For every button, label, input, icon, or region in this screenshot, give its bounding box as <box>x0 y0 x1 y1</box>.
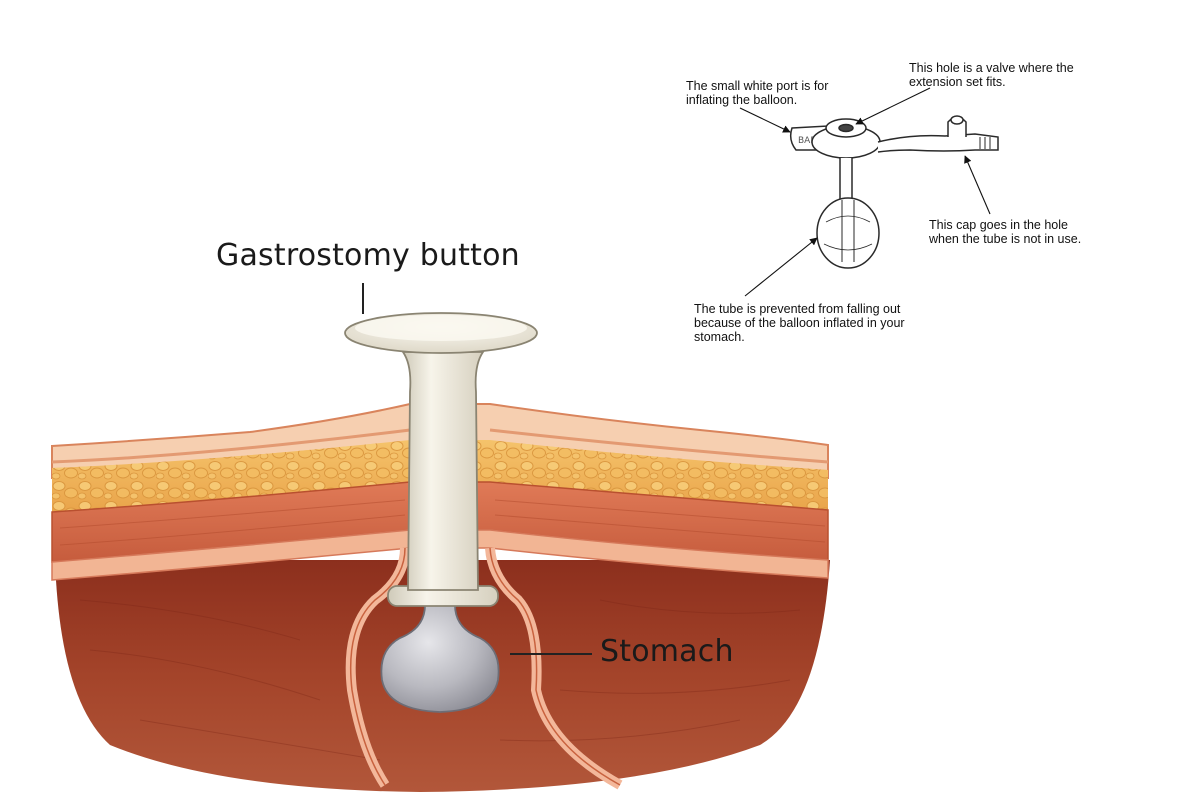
annotation-balloon: The tube is prevented from falling out b… <box>694 302 905 344</box>
arrow-cap <box>964 155 991 215</box>
port-print: BAR <box>798 136 817 146</box>
strap-ribs <box>979 137 991 149</box>
arrow-port <box>739 107 791 133</box>
annotation-arrows <box>739 87 991 297</box>
inset-balloon-contour <box>823 215 873 251</box>
cap-strap <box>877 133 999 153</box>
device-stem <box>401 351 485 591</box>
gastrostomy-button-device <box>344 283 538 713</box>
stomach-label: Stomach <box>600 634 734 669</box>
valve-hole-icon <box>838 123 854 133</box>
annotation-cap: This cap goes in the hole when the tube … <box>929 218 1082 246</box>
stomach-wall-left-edge <box>349 547 406 786</box>
gastrostomy-button-label: Gastrostomy button <box>216 238 520 273</box>
inset-shaft <box>839 158 853 201</box>
annotation-inflation-port: The small white port is for inflating th… <box>686 79 829 107</box>
muscle-fibers <box>59 499 826 546</box>
cap-top-highlight <box>355 315 527 341</box>
arrow-valve <box>855 87 931 125</box>
stomach-texture <box>79 599 801 761</box>
annotation-valve-hole: This hole is a valve where the extension… <box>909 61 1074 89</box>
device-inset-illustration: BAR <box>789 115 999 269</box>
inset-balloon <box>816 197 880 269</box>
balloon <box>380 604 500 713</box>
arrow-balloon <box>744 237 818 297</box>
dermis-line <box>51 428 829 464</box>
inset-balloon-shaft <box>841 200 855 262</box>
cap-plug-top <box>950 115 964 125</box>
